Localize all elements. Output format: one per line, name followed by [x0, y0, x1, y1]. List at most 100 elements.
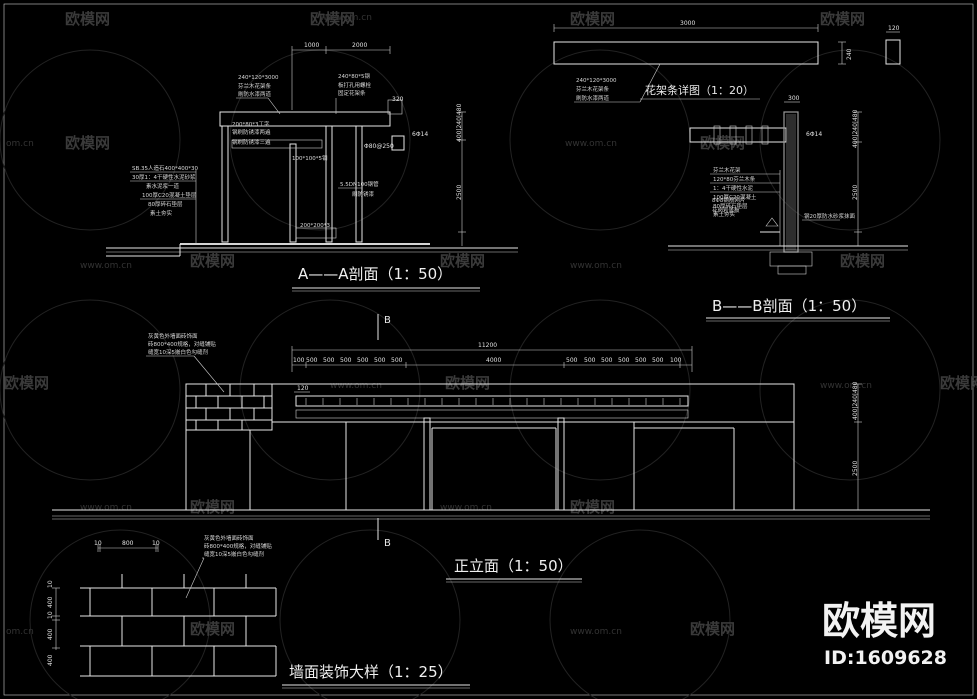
note-label: 80厚碎石垫层 — [713, 202, 748, 210]
section-bb-title: B——B剖面（1：50） — [712, 297, 866, 315]
watermark-logo: 欧模网 — [310, 10, 355, 28]
watermark-circles — [0, 49, 941, 699]
note-label: 花岗岩盖板 — [712, 206, 740, 214]
note-label: 200*200*3 — [300, 223, 330, 229]
watermark-logo: 欧模网 — [570, 10, 615, 28]
dim-label: 800 — [122, 540, 134, 547]
dim-label: 10 — [47, 580, 54, 588]
watermark-logo: 欧模网 — [440, 252, 485, 270]
dim-label: 6Φ14 — [412, 131, 428, 138]
watermark-url: om.cn — [6, 139, 34, 149]
dim-label: 4000 — [486, 357, 501, 364]
note-label: 80厚碎石垫层 — [148, 200, 183, 208]
note-label: 灰黄色外墙面砖饰面 — [148, 332, 198, 340]
note-label: 砖800*400规格，对缝铺贴 — [204, 542, 272, 550]
watermark-logo: 欧模网 — [65, 10, 110, 28]
dim-label: 500 — [357, 357, 369, 364]
note-label: SB.35人造石400*400*30 — [132, 164, 199, 172]
note-label: 固定花架条 — [338, 89, 366, 97]
note-label: 板打孔用螺栓 — [338, 81, 372, 89]
watermark-logos: 欧模网 欧模网 欧模网 欧模网 欧模网 欧模网 欧模网 欧模网 欧模网 欧模网 … — [4, 10, 977, 638]
dim-label: 100 — [293, 357, 305, 364]
note-label: 钢20厚防水砂浆抹面 — [804, 212, 855, 220]
dim-label: 300 — [788, 95, 800, 102]
dim-label: 11200 — [478, 342, 497, 349]
dim-label: 500 — [635, 357, 647, 364]
note-label: 240*80*5钢 — [338, 72, 370, 80]
dim-label: 500 — [306, 357, 318, 364]
dim-label: 400|240|480 — [852, 381, 859, 420]
watermark-logo: 欧模网 — [840, 252, 885, 270]
note-label: 8Φ8钢筋网片 — [712, 196, 745, 204]
note-label: 钢刷防锈漆三遍 — [232, 138, 271, 146]
section-bb: 300 6Φ14 2500 400|240|480 芬兰木花架 120*80芬兰… — [668, 95, 908, 322]
watermark-logo: 欧模网 — [65, 134, 110, 152]
watermark-logo: 欧模网 — [940, 374, 977, 392]
watermark-url: www.om.cn — [440, 503, 492, 513]
brand-id-text: ID:1609628 — [824, 647, 947, 669]
dim-label: 500 — [391, 357, 403, 364]
section-marker-top: B — [384, 315, 391, 326]
note-label: 芬兰木花架条 — [238, 82, 272, 90]
watermark-url: www.om.cn — [330, 381, 382, 391]
note-label: 砖800*400规格，对缝铺贴 — [148, 340, 216, 348]
watermark-url: om.cn — [6, 627, 34, 637]
front-elevation-title: 正立面（1：50） — [454, 557, 573, 575]
watermark-logo: 欧模网 — [690, 620, 735, 638]
dim-label: 400|240|480 — [852, 109, 859, 148]
note-label: 240*120*3000 — [238, 75, 279, 81]
note-label: 100厚C20混凝土 — [713, 193, 757, 201]
watermark-logo: 欧模网 — [700, 134, 745, 152]
watermark-logo: 欧模网 — [820, 10, 865, 28]
note-label: 素土夯实 — [713, 210, 736, 218]
dim-label: 320 — [392, 96, 404, 103]
front-elevation: B B 11200 100 500 500 500 500 500 500 40… — [52, 314, 930, 583]
dim-label: 10 — [94, 540, 102, 547]
note-label: 缝宽10深5嵌白色勾缝剂 — [204, 550, 264, 558]
note-label: 240*120*3000 — [576, 78, 617, 84]
watermark-url: www.om.cn — [80, 261, 132, 271]
dim-label: 400 — [47, 654, 54, 666]
note-label: 刷防锈漆 — [352, 190, 375, 198]
note-label: 素土夯实 — [150, 209, 173, 217]
dim-label: 6Φ14 — [806, 131, 822, 138]
section-aa: 1000 2000 320 6Φ14 Φ80@250 200*200*3 250… — [106, 42, 518, 292]
watermark-url: www.om.cn — [565, 139, 617, 149]
dim-label: 500 — [652, 357, 664, 364]
wall-detail: 10 800 10 400 10 400 10 400 — [47, 534, 470, 689]
dim-label: 120 — [888, 25, 900, 32]
watermark-logo: 欧模网 — [190, 620, 235, 638]
watermark-logo: 欧模网 — [190, 252, 235, 270]
note-label: 钢刷防锈漆两遍 — [232, 128, 271, 136]
watermark-logo: 欧模网 — [445, 374, 490, 392]
note-label: 素水泥浆一道 — [146, 182, 180, 190]
watermark-url: www.om.cn — [320, 13, 372, 23]
section-marker-bottom: B — [384, 538, 391, 549]
dim-label: 2500 — [852, 461, 859, 476]
note-label: 200*80*3工字 — [232, 120, 270, 128]
note-label: 灰黄色外墙面砖饰面 — [204, 534, 254, 542]
dim-label: 500 — [601, 357, 613, 364]
watermark-logo: 欧模网 — [570, 498, 615, 516]
note-label: 120*80芬兰木条 — [713, 175, 756, 183]
note-label: 刷防水漆两道 — [576, 94, 610, 102]
watermark-logo: 欧模网 — [4, 374, 49, 392]
dim-label: 500 — [566, 357, 578, 364]
detail-beam: 3000 240 120 240*120*3000 芬兰木花架条 刷防水漆两道 … — [553, 20, 901, 103]
watermark-url: www.om.cn — [570, 261, 622, 271]
dim-label: 500 — [584, 357, 596, 364]
dim-label: 400|240|480 — [456, 103, 463, 142]
wall-detail-title: 墙面装饰大样（1：25） — [289, 663, 453, 681]
note-label: 100厚C20混凝土垫层 — [142, 191, 197, 199]
dim-label: 10 — [152, 540, 160, 547]
dim-label: 100 — [670, 357, 682, 364]
brand-stamp: 欧模网 ID:1609628 — [822, 599, 947, 669]
dim-label: 3000 — [680, 20, 695, 27]
dim-label: 10 — [47, 611, 54, 619]
note-label: 1：4干硬性水泥 — [713, 184, 753, 192]
watermark-url: www.om.cn — [570, 627, 622, 637]
dim-label: 240 — [846, 48, 853, 60]
note-label: 缝宽10深5嵌白色勾缝剂 — [148, 348, 208, 356]
watermark-logo: 欧模网 — [190, 498, 235, 516]
dim-label: 500 — [340, 357, 352, 364]
